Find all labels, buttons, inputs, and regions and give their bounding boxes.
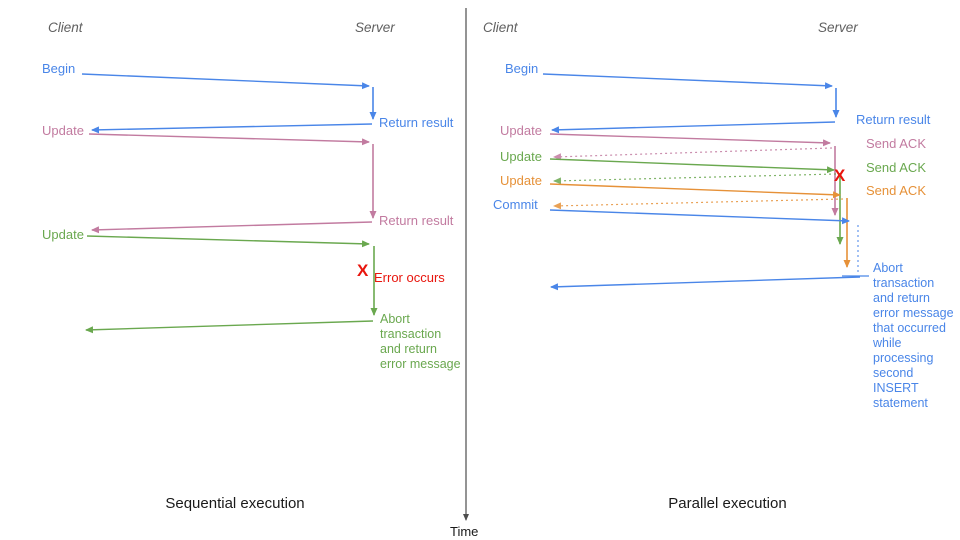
par-update2-request-arrow bbox=[549, 158, 835, 174]
par-client-header: Client bbox=[483, 20, 518, 35]
seq-return2-response-arrow bbox=[91, 221, 373, 234]
par-update1-label: Update bbox=[500, 123, 542, 138]
seq-return1-label: Return result bbox=[379, 115, 454, 130]
seq-return1-response-arrow bbox=[91, 123, 373, 134]
seq-begin-label: Begin bbox=[42, 61, 76, 76]
seq-update1-request-arrow bbox=[88, 133, 370, 146]
seq-begin-request-arrow bbox=[81, 73, 370, 90]
seq-client-header: Client bbox=[48, 20, 83, 35]
seq-panel-title: Sequential execution bbox=[165, 495, 305, 512]
par-commit-label: Commit bbox=[493, 197, 538, 212]
par-begin-label: Begin bbox=[505, 61, 539, 76]
seq-server-header: Server bbox=[355, 20, 395, 35]
seq-return2-label: Return result bbox=[379, 213, 454, 228]
par-panel-title: Parallel execution bbox=[668, 495, 787, 512]
par-ack1-response-dotted-arrow bbox=[553, 147, 833, 161]
par-server-header: Server bbox=[818, 20, 858, 35]
seq-update2-label: Update bbox=[42, 227, 84, 242]
par-update2-label: Update bbox=[500, 149, 542, 164]
par-update3-request-arrow bbox=[549, 183, 841, 199]
par-ack2-response-dotted-arrow bbox=[553, 173, 837, 185]
par-abort-response-arrow bbox=[550, 276, 861, 291]
par-return-response-arrow bbox=[551, 121, 836, 134]
par-ack3-response-dotted-arrow bbox=[553, 198, 844, 210]
par-begin-request-arrow bbox=[542, 73, 833, 90]
par-ack2-label: Send ACK bbox=[866, 160, 926, 175]
seq-update1-label: Update bbox=[42, 123, 84, 138]
par-update1-request-arrow bbox=[549, 133, 831, 147]
par-commit-request-arrow bbox=[549, 209, 850, 225]
par-update3-label: Update bbox=[500, 173, 542, 188]
seq-abort-label: Abort transaction and return error messa… bbox=[380, 312, 461, 371]
par-return-label: Return result bbox=[856, 112, 931, 127]
seq-error-label: Error occurs bbox=[374, 270, 445, 285]
seq-abort-response-arrow bbox=[85, 320, 374, 334]
par-ack3-label: Send ACK bbox=[866, 183, 926, 198]
par-abort-label: Abort transaction and return error messa… bbox=[873, 261, 954, 410]
seq-error-x-icon: X bbox=[357, 261, 369, 280]
par-ack1-label: Send ACK bbox=[866, 136, 926, 151]
time-axis-label: Time bbox=[450, 524, 479, 539]
par-error-x-icon: X bbox=[834, 166, 846, 185]
seq-update2-request-arrow bbox=[86, 235, 370, 248]
